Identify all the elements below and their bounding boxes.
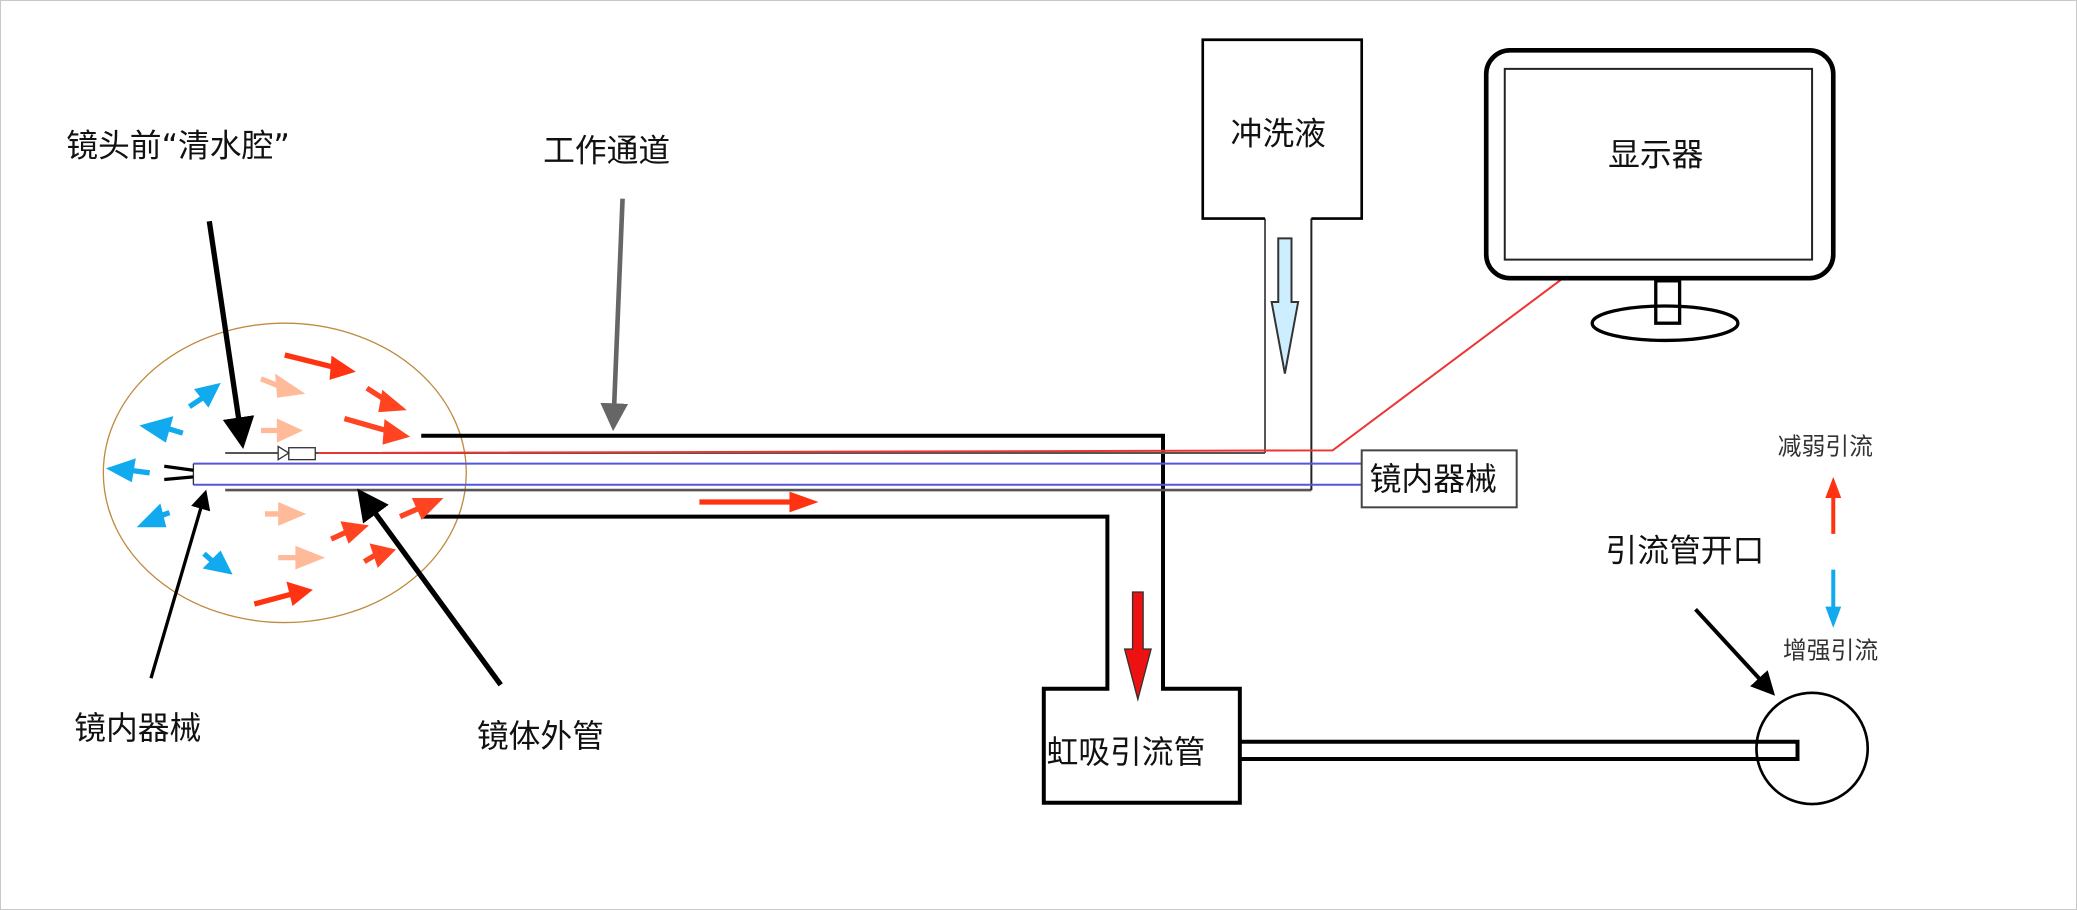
- forceps-tip-icon: [164, 464, 194, 482]
- splash-arrow: [202, 550, 233, 575]
- reduce-drain-arrowhead: [1825, 476, 1842, 499]
- reduce-drain-label: 减弱引流: [1778, 432, 1873, 460]
- outflow-arrow: [362, 543, 397, 568]
- outflow-arrow: [330, 521, 369, 544]
- drain-opening-pointer: [1694, 607, 1776, 696]
- outflow-arrow: [398, 498, 444, 520]
- outflow-arrow: [253, 581, 313, 607]
- instrument-channel: [164, 462, 1362, 486]
- outflow-arrow: [365, 385, 407, 413]
- outer-sheath-label: 镜体外管: [477, 718, 604, 755]
- outflow-arrow: [343, 416, 411, 445]
- working-channel-pointer: [600, 198, 629, 432]
- outflow-arrow: [699, 491, 819, 513]
- flush-arrow: [1270, 237, 1300, 374]
- instrument-label-box: [1360, 449, 1518, 509]
- drain-pipe: [1239, 739, 1800, 761]
- flush-liquid-label: 冲洗液: [1231, 115, 1326, 152]
- flow-arrows: [105, 352, 819, 607]
- enhance-drain-arrowhead: [1825, 606, 1842, 628]
- monitor-icon: [1483, 48, 1836, 343]
- monitor-label: 显示器: [1608, 137, 1703, 174]
- splash-arrow: [187, 382, 221, 409]
- clear-water-cavity: [102, 322, 467, 624]
- lens-chamber-pointer: [206, 220, 255, 449]
- instrument-label-right: 镜内器械: [1370, 461, 1497, 498]
- inflow-arrow: [260, 418, 304, 443]
- drain-opening-circle: [1755, 691, 1870, 806]
- working-channel-label: 工作通道: [543, 133, 670, 170]
- splash-arrow: [139, 416, 184, 443]
- enhance-drain-label: 增强引流: [1783, 636, 1878, 664]
- flush-liquid-container: [1201, 38, 1364, 220]
- flush-tube: [1264, 218, 1313, 491]
- instrument-pointer: [149, 489, 211, 679]
- camera-lens-icon: [277, 445, 291, 461]
- inflow-arrow: [278, 545, 326, 570]
- outer-sheath-pointer: [357, 488, 503, 687]
- siphon-tube-label: 虹吸引流管: [1046, 734, 1205, 771]
- camera-icon: [288, 447, 316, 461]
- inflow-arrow: [259, 373, 306, 398]
- splash-arrow: [136, 503, 171, 528]
- inflow-arrow: [264, 501, 307, 526]
- outflow-arrow: [284, 352, 356, 380]
- drain-opening-label: 引流管开口: [1605, 533, 1764, 570]
- camera-cable: [317, 277, 1564, 455]
- instrument-label-left: 镜内器械: [74, 710, 201, 747]
- splash-arrow: [105, 458, 151, 483]
- siphon-arrow: [1123, 591, 1152, 702]
- lens-chamber-label: 镜头前“清水腔”: [66, 127, 290, 164]
